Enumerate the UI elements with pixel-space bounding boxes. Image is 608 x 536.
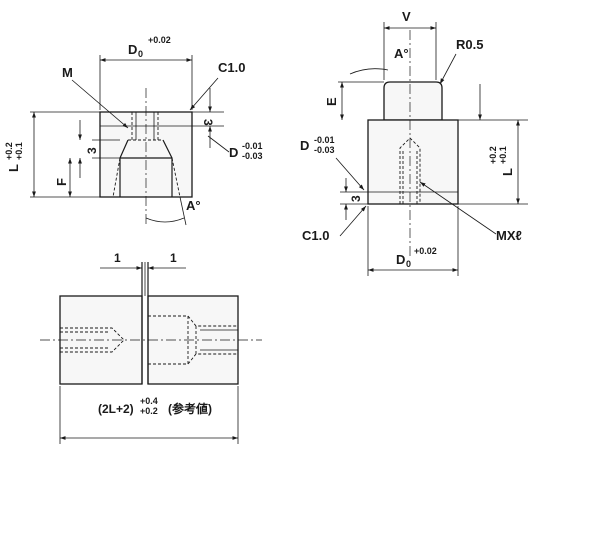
left-d-inner-leader (207, 135, 230, 153)
left-view: D 0 +0.02 M C1.0 3 D -0.01 -0.03 L +0.2 … (4, 35, 263, 226)
left-angle-arc (145, 217, 185, 223)
left-l-tol-upper: +0.2 (4, 142, 14, 160)
left-three-left: 3 (85, 147, 99, 154)
right-l-label: L (500, 168, 515, 176)
bottom-reference-note: (参考値) (168, 401, 212, 416)
left-inner-taper (112, 157, 181, 198)
right-d-tol-upper: -0.01 (314, 135, 335, 145)
bottom-total-label: (2L+2) (98, 402, 134, 416)
left-thread-marks (135, 112, 155, 140)
right-r-leader (439, 53, 457, 85)
left-c-label: C1.0 (218, 60, 245, 75)
left-d-inner-tol-lower: -0.03 (242, 151, 263, 161)
left-d-inner-label: D (229, 145, 238, 160)
right-part-body (367, 119, 459, 205)
bottom-gap-left-label: 1 (114, 251, 121, 265)
right-v-label: V (402, 9, 411, 24)
right-d-leader (335, 157, 365, 191)
bottom-left-thread (60, 327, 125, 353)
bottom-total-tol-lower: +0.2 (140, 406, 158, 416)
bottom-right-bore (148, 315, 238, 365)
right-d-tol-lower: -0.03 (314, 145, 335, 155)
right-r-label: R0.5 (456, 37, 483, 52)
right-e-label: E (324, 97, 339, 106)
right-three-label: 3 (349, 195, 363, 202)
left-l-label: L (6, 164, 21, 172)
right-l-tol-lower: +0.1 (498, 146, 508, 164)
right-view: V A° R0.5 E L +0.2 +0.1 D -0.01 -0.03 3 … (300, 9, 528, 276)
bottom-gap-right-label: 1 (170, 251, 177, 265)
right-d0-tol: +0.02 (414, 246, 437, 256)
left-d-sub: 0 (138, 49, 143, 59)
bottom-total-tol-upper: +0.4 (140, 396, 158, 406)
left-d-inner-tol-upper: -0.01 (242, 141, 263, 151)
right-d0-sub: 0 (406, 259, 411, 269)
right-a-label: A° (394, 46, 409, 61)
left-f-label: F (54, 178, 69, 186)
left-a-label: A° (186, 198, 201, 213)
right-punch-head (383, 81, 443, 121)
left-l-tol-lower: +0.1 (14, 142, 24, 160)
right-c-label: C1.0 (302, 228, 329, 243)
left-three-top: 3 (201, 119, 215, 126)
left-d-tol: +0.02 (148, 35, 171, 45)
left-threaded-bore (128, 112, 163, 141)
left-m-leader (71, 79, 129, 129)
left-c-leader (189, 77, 219, 111)
left-angle-extension (179, 196, 187, 226)
left-d-label: D (128, 42, 137, 57)
bottom-right-thread (200, 329, 238, 351)
right-d-label: D (300, 138, 309, 153)
right-l-tol-upper: +0.2 (488, 146, 498, 164)
right-d0-label: D (396, 252, 405, 267)
right-mx-label: MXℓ (496, 228, 522, 243)
right-angle-arc (349, 68, 389, 75)
left-m-label: M (62, 65, 73, 80)
bottom-view: 1 1 (2L+2) +0.4 +0.2 (参考値) (40, 251, 262, 444)
right-c-leader (339, 205, 367, 237)
